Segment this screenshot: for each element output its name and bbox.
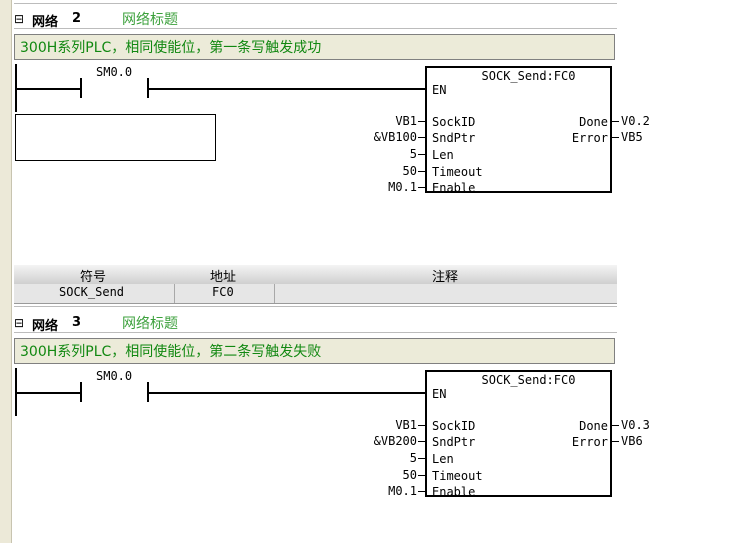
input-operand[interactable]: 5: [409, 147, 417, 161]
table-separator: [14, 306, 617, 307]
output-pin: Error: [571, 435, 608, 449]
sock-send-block[interactable]: SOCK_Send:FC0 EN SockID SndPtr Len Timeo…: [425, 66, 612, 195]
pin-tick: [612, 121, 619, 122]
left-gutter: [0, 0, 11, 543]
pin-tick: [418, 491, 425, 492]
address-cell: FC0: [212, 285, 234, 299]
top-separator: [14, 3, 617, 4]
network-label: 网络: [32, 15, 59, 30]
comment-column-header[interactable]: 注释: [432, 270, 459, 285]
input-pin: SndPtr: [432, 435, 476, 449]
input-pin: Enable: [432, 485, 476, 499]
contact-operand[interactable]: SM0.0: [96, 369, 133, 383]
output-operand[interactable]: VB5: [621, 130, 643, 144]
input-operand[interactable]: VB1: [395, 418, 417, 432]
pin-tick: [418, 154, 425, 155]
contact-left-bar[interactable]: [80, 78, 82, 98]
output-pin: Done: [579, 419, 608, 433]
column-divider: [174, 284, 175, 303]
input-pin: SockID: [432, 115, 476, 129]
input-operand[interactable]: M0.1: [388, 180, 417, 194]
output-operand[interactable]: V0.3: [621, 418, 650, 432]
header-separator: [14, 332, 617, 333]
pin-tick: [612, 441, 619, 442]
input-pin: SndPtr: [432, 131, 476, 145]
input-pin: Timeout: [432, 469, 483, 483]
pin-tick: [612, 137, 619, 138]
network-3-header[interactable]: ⊟ 网络 3 网络标题: [14, 313, 617, 334]
address-column-header[interactable]: 地址: [210, 270, 237, 285]
input-pin: Enable: [432, 181, 476, 195]
input-operand[interactable]: 5: [409, 451, 417, 465]
input-operand[interactable]: &VB100: [373, 130, 417, 144]
collapse-icon[interactable]: ⊟: [14, 12, 25, 26]
network-label: 网络: [32, 319, 59, 334]
pin-tick: [418, 425, 425, 426]
input-operand[interactable]: &VB200: [373, 434, 417, 448]
sock-send-block[interactable]: SOCK_Send:FC0 EN SockID SndPtr Len Timeo…: [425, 370, 612, 499]
rung-wire: [148, 392, 426, 394]
symbol-cell: SOCK_Send: [59, 285, 125, 299]
contact-left-bar[interactable]: [80, 382, 82, 402]
input-pin: Len: [432, 452, 454, 466]
input-operand[interactable]: VB1: [395, 114, 417, 128]
pin-tick: [418, 137, 425, 138]
input-operand[interactable]: M0.1: [388, 484, 417, 498]
gutter-divider: [11, 0, 12, 543]
network-number: 3: [72, 315, 82, 330]
symbol-table-header: 符号 地址 注释: [14, 265, 617, 285]
network-2-comment[interactable]: 300H系列PLC，相同使能位，第一条写触发成功: [14, 34, 615, 60]
symbol-table-row[interactable]: SOCK_Send FC0: [14, 284, 617, 304]
rung-wire: [148, 88, 426, 90]
block-name: SOCK_Send:FC0: [481, 373, 576, 387]
pin-tick: [418, 458, 425, 459]
pin-tick: [418, 441, 425, 442]
input-operand[interactable]: 50: [402, 468, 417, 482]
network-2-header[interactable]: ⊟ 网络 2 网络标题: [14, 9, 617, 30]
empty-network-box[interactable]: [15, 114, 216, 161]
contact-operand[interactable]: SM0.0: [96, 65, 133, 79]
output-operand[interactable]: V0.2: [621, 114, 650, 128]
pin-tick: [612, 425, 619, 426]
en-pin: EN: [432, 83, 447, 97]
pin-tick: [418, 171, 425, 172]
output-pin: Error: [571, 131, 608, 145]
output-pin: Done: [579, 115, 608, 129]
network-3-comment[interactable]: 300H系列PLC，相同使能位，第二条写触发失败: [14, 338, 615, 364]
output-operand[interactable]: VB6: [621, 434, 643, 448]
network-number: 2: [72, 11, 82, 26]
pin-tick: [418, 121, 425, 122]
rung-wire: [15, 392, 81, 394]
input-pin: SockID: [432, 419, 476, 433]
en-pin: EN: [432, 387, 447, 401]
column-divider: [274, 284, 275, 303]
input-pin: Timeout: [432, 165, 483, 179]
input-pin: Len: [432, 148, 454, 162]
pin-tick: [418, 187, 425, 188]
network-title[interactable]: 网络标题: [122, 12, 178, 28]
collapse-icon[interactable]: ⊟: [14, 316, 25, 330]
header-separator: [14, 28, 617, 29]
block-name: SOCK_Send:FC0: [481, 69, 576, 83]
input-operand[interactable]: 50: [402, 164, 417, 178]
rung-wire: [15, 88, 81, 90]
pin-tick: [418, 475, 425, 476]
symbol-column-header[interactable]: 符号: [80, 270, 107, 285]
network-title[interactable]: 网络标题: [122, 316, 178, 332]
